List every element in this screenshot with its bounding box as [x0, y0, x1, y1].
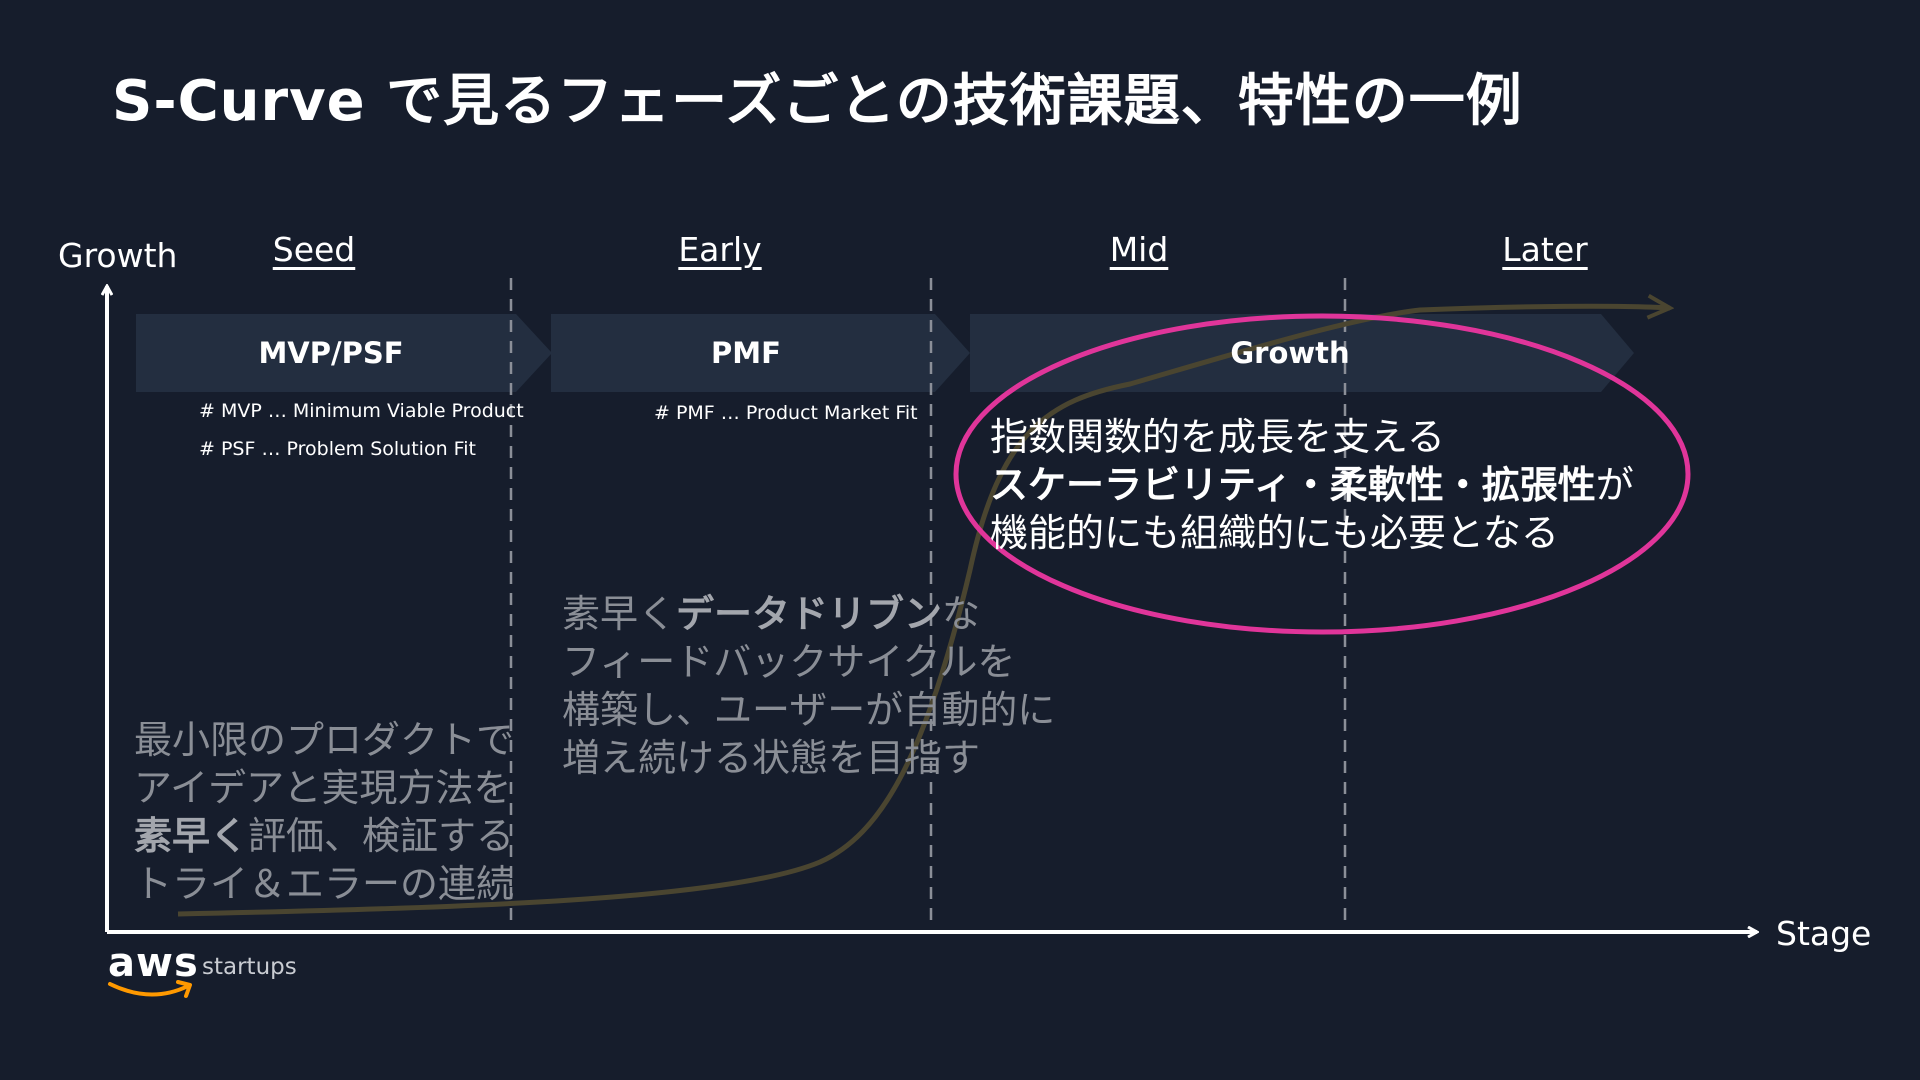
phase-seed: Seed [272, 230, 356, 269]
early-desc-emphasis: データドリブン [676, 592, 943, 636]
seed-desc-line1: 最小限のプロダクトで [134, 718, 515, 762]
seed-desc-line4: トライ＆エラーの連続 [134, 862, 515, 906]
aws-logo: aws [108, 940, 199, 986]
early-desc-line3: 構築し、ユーザーが自動的に [562, 688, 1056, 732]
stage-label-mvp-psf: MVP/PSF [258, 336, 404, 370]
stage-arrow-pmf [551, 314, 970, 392]
stage-label-growth: Growth [1230, 336, 1350, 370]
stage-arrow-growth [970, 314, 1634, 392]
early-description: 素早くデータドリブンな フィードバックサイクルを 構築し、ユーザーが自動的に 増… [562, 590, 1055, 782]
early-desc-line2: フィードバックサイクルを [562, 640, 1016, 684]
note-mvp: # MVP … Minimum Viable Product [199, 400, 524, 422]
early-desc-line1: 素早くデータドリブンな [562, 592, 981, 636]
seed-desc-emphasis: 素早く [134, 814, 249, 858]
mid-desc-line1: 指数関数的を成長を支える [990, 415, 1445, 459]
aws-startups-label: startups [202, 954, 297, 980]
phase-early: Early [678, 230, 762, 269]
seed-desc-line2: アイデアと実現方法を [134, 766, 512, 810]
page-title: S-Curve で見るフェーズごとの技術課題、特性の一例 [112, 69, 1523, 134]
x-axis-label: Stage [1776, 914, 1872, 953]
highlight-ellipse [953, 313, 1691, 635]
note-pmf: # PMF … Product Market Fit [654, 402, 918, 424]
s-curve [177, 306, 1670, 917]
early-desc-line4: 増え続ける状態を目指す [562, 736, 981, 780]
seed-desc-line3: 素早く評価、検証する [134, 814, 515, 858]
note-psf: # PSF … Problem Solution Fit [199, 438, 476, 460]
mid-desc-line2: スケーラビリティ・柔軟性・拡張性が [990, 463, 1634, 507]
seed-description: 最小限のプロダクトで アイデアと実現方法を 素早く評価、検証する トライ＆エラー… [134, 716, 514, 908]
mid-desc-line3: 機能的にも組織的にも必要となる [990, 511, 1559, 555]
y-axis-label: Growth [58, 236, 178, 275]
aws-smile-icon [108, 980, 192, 998]
phase-mid: Mid [1109, 230, 1169, 269]
stage-arrow-mvp-psf [136, 314, 552, 392]
mid-desc-emphasis: スケーラビリティ・柔軟性・拡張性 [990, 463, 1596, 507]
mid-description: 指数関数的を成長を支える スケーラビリティ・柔軟性・拡張性が 機能的にも組織的に… [990, 413, 1634, 557]
stage-label-pmf: PMF [711, 336, 781, 370]
phase-later: Later [1502, 230, 1588, 269]
